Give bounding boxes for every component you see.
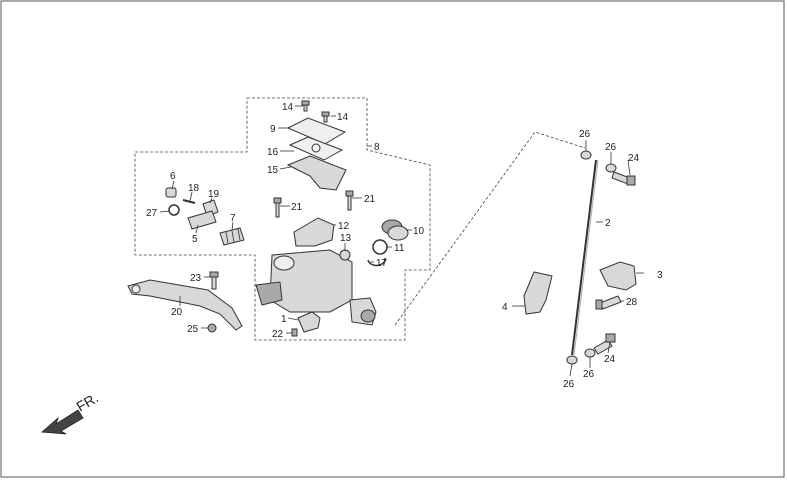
callout-26a: 26 <box>579 129 591 140</box>
cable-guide-4 <box>523 271 553 315</box>
spring-7 <box>219 227 245 246</box>
callout-13: 13 <box>340 233 352 244</box>
switch-1 <box>297 311 321 333</box>
callout-27: 27 <box>146 208 158 219</box>
bolt-24b <box>593 333 616 355</box>
circlip-17 <box>367 257 386 267</box>
callout-4: 4 <box>502 302 508 313</box>
pin-18 <box>182 199 196 204</box>
bracket-3 <box>599 261 637 291</box>
assembly-boundary <box>134 97 431 341</box>
washer-26b <box>605 163 617 173</box>
callout-20: 20 <box>171 307 183 318</box>
callout-14a: 14 <box>282 102 294 113</box>
callout-7: 7 <box>230 213 236 224</box>
callout-26d: 26 <box>583 369 595 380</box>
holder-clamp-12 <box>293 217 335 247</box>
callout-24a: 24 <box>628 153 640 164</box>
reservoir-screw-14a <box>301 100 310 112</box>
callout-17: 17 <box>376 258 388 269</box>
nut-25 <box>207 323 217 333</box>
callout-11: 11 <box>394 243 405 254</box>
washer-26d <box>584 348 596 358</box>
lever-pivot-hole <box>131 284 141 294</box>
callout-25: 25 <box>187 324 199 335</box>
front-direction-arrow-icon <box>41 409 84 435</box>
nut-13 <box>339 249 351 261</box>
washer-26c <box>566 355 578 365</box>
callout-21a: 21 <box>291 202 303 213</box>
brake-cable-2 <box>571 159 597 356</box>
leader-lines <box>159 105 644 377</box>
callout-16: 16 <box>267 147 279 158</box>
piston-5 <box>187 210 217 230</box>
bolt-23 <box>209 271 219 290</box>
callout-10: 10 <box>413 226 425 237</box>
callout-18: 18 <box>188 183 200 194</box>
cap-plate-hole <box>311 143 321 153</box>
callout-5: 5 <box>192 234 198 245</box>
cap-6 <box>165 187 177 198</box>
screw-22 <box>291 328 298 337</box>
circlip-27 <box>168 204 180 216</box>
o-ring-11 <box>372 239 388 255</box>
callout-14b: 14 <box>337 112 349 123</box>
master-cylinder-body <box>255 249 377 326</box>
callout-15: 15 <box>267 165 279 176</box>
callout-23: 23 <box>190 273 202 284</box>
callout-19: 19 <box>208 189 220 200</box>
bolt-28 <box>595 295 622 310</box>
callout-26c: 26 <box>563 379 575 390</box>
boot-10 <box>381 219 409 241</box>
callout-2: 2 <box>605 218 611 229</box>
callout-12: 12 <box>338 221 350 232</box>
callout-24b: 24 <box>604 354 616 365</box>
callout-9: 9 <box>270 124 276 135</box>
callout-1: 1 <box>281 314 287 325</box>
bolt-24a <box>611 171 636 186</box>
callout-8: 8 <box>374 142 380 153</box>
callout-6: 6 <box>170 171 176 182</box>
callout-21b: 21 <box>364 194 376 205</box>
reservoir-screw-14b <box>321 111 330 123</box>
diaphragm-15 <box>286 155 347 191</box>
brake-lever-20 <box>127 279 243 331</box>
brake-cable-2-highlight <box>573 159 599 356</box>
bolt-21a <box>273 197 282 218</box>
callout-28: 28 <box>626 297 638 308</box>
callout-26b: 26 <box>605 142 617 153</box>
callout-3: 3 <box>657 270 663 281</box>
callout-22: 22 <box>272 329 284 340</box>
bolt-21b <box>345 190 354 211</box>
washer-26a <box>580 150 592 160</box>
